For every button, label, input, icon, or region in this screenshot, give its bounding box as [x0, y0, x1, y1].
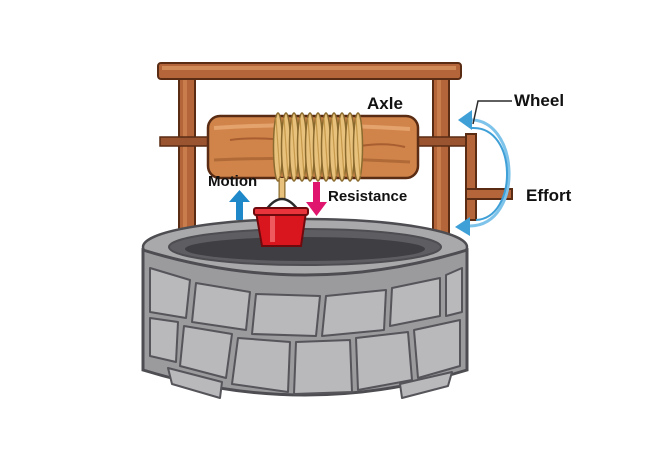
- stone-block: [167, 367, 223, 399]
- stone-block: [413, 319, 461, 379]
- stone-block: [231, 337, 291, 393]
- well-body: [141, 247, 469, 399]
- effort-label: Effort: [526, 186, 572, 205]
- bucket: [253, 197, 309, 247]
- stone-block: [191, 282, 251, 331]
- wheel-leader-line: [472, 100, 512, 125]
- rope-twist: [307, 117, 313, 177]
- motion-label: Motion: [208, 173, 257, 190]
- rope-twist: [315, 117, 321, 177]
- stone-block: [355, 331, 413, 391]
- well-rim: [141, 217, 469, 277]
- rope-twist: [291, 117, 297, 177]
- rope-twist: [283, 117, 289, 177]
- crank-handle: [465, 133, 513, 221]
- wheel-rotation-arc: [455, 110, 511, 236]
- stone-block: [293, 339, 353, 395]
- rope-twist: [355, 117, 361, 177]
- rope-coil: [272, 112, 364, 182]
- well-stones: [149, 267, 463, 399]
- resistance-label: Resistance: [328, 188, 407, 205]
- stone-block: [389, 277, 441, 327]
- motion-arrow: [229, 190, 250, 220]
- rope-twist: [275, 117, 281, 177]
- arc-arrowhead-top: [458, 110, 472, 130]
- stone-block: [321, 289, 387, 337]
- stone-block: [179, 325, 233, 379]
- top-beam: [157, 62, 462, 80]
- rope-twist: [347, 117, 353, 177]
- stone-block: [445, 267, 463, 317]
- axle-label: Axle: [367, 94, 403, 113]
- rope-twist: [331, 117, 337, 177]
- wheel-label: Wheel: [514, 91, 564, 110]
- arc-arrowhead-bottom: [455, 217, 470, 236]
- rope-twist: [299, 117, 305, 177]
- stone-block: [251, 293, 321, 337]
- rope-twist: [323, 117, 329, 177]
- stone-block: [399, 371, 453, 399]
- resistance-arrow: [306, 182, 327, 216]
- stone-block: [149, 317, 179, 363]
- stone-block: [149, 267, 191, 319]
- rope-twist: [339, 117, 345, 177]
